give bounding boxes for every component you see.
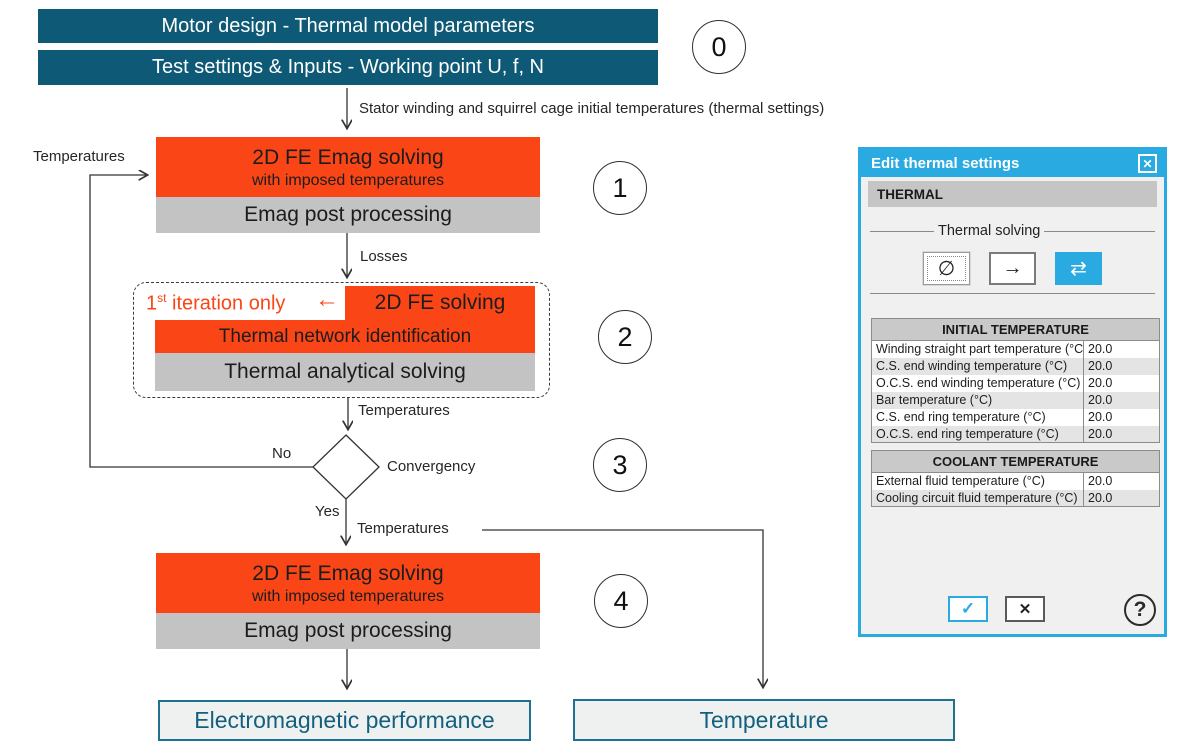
- block-fe-solving: 2D FE solving: [345, 286, 535, 320]
- table-header: INITIAL TEMPERATURE: [871, 318, 1160, 341]
- none-icon: ∅: [937, 257, 956, 280]
- block-motor-design: Motor design - Thermal model parameters: [38, 9, 658, 43]
- block-thermal-analytical-solving: Thermal analytical solving: [155, 353, 535, 391]
- label-yes: Yes: [315, 503, 340, 520]
- output-temperature: Temperature: [573, 699, 955, 741]
- section-header-thermal: THERMAL: [868, 181, 1157, 207]
- label-temperatures-mid: Temperatures: [358, 402, 450, 419]
- block-subtitle: with imposed temperatures: [251, 171, 445, 189]
- param-label: Winding straight part temperature (°C): [871, 340, 1084, 358]
- param-value[interactable]: 20.0: [1083, 425, 1160, 443]
- label-convergency: Convergency: [387, 458, 476, 475]
- table-row: C.S. end ring temperature (°C) 20.0: [871, 408, 1160, 426]
- label-temperatures-loop: Temperatures: [33, 148, 125, 165]
- legend-line-left: [870, 230, 934, 232]
- output-electromagnetic-performance: Electromagnetic performance: [158, 700, 531, 741]
- ok-button[interactable]: ✓: [948, 596, 988, 622]
- param-label: External fluid temperature (°C): [871, 472, 1084, 490]
- thermal-solving-group-legend: Thermal solving: [870, 221, 1155, 241]
- table-row: Bar temperature (°C) 20.0: [871, 391, 1160, 409]
- one-way-solving-button[interactable]: →: [989, 251, 1036, 285]
- label-first-iteration-only: 1st iteration only: [146, 291, 286, 315]
- param-label: Bar temperature (°C): [871, 391, 1084, 409]
- block-fe-emag-solving-4: 2D FE Emag solving with imposed temperat…: [156, 553, 540, 613]
- x-icon: ✕: [1018, 601, 1032, 618]
- table-row: Cooling circuit fluid temperature (°C) 2…: [871, 489, 1160, 507]
- block-emag-post-processing-1: Emag post processing: [156, 197, 540, 233]
- table-row: O.C.S. end ring temperature (°C) 20.0: [871, 425, 1160, 443]
- dialog-title-bar[interactable]: Edit thermal settings ✕: [861, 150, 1164, 177]
- param-value[interactable]: 20.0: [1083, 472, 1160, 490]
- block-thermal-network-identification: Thermal network identification: [155, 320, 535, 353]
- dialog-title: Edit thermal settings: [871, 155, 1020, 172]
- step-badge-2: 2: [598, 310, 652, 364]
- param-label: O.C.S. end winding temperature (°C): [871, 374, 1084, 392]
- table-row: O.C.S. end winding temperature (°C) 20.0: [871, 374, 1160, 392]
- check-icon: ✓: [960, 599, 976, 618]
- table-row: External fluid temperature (°C) 20.0: [871, 472, 1160, 490]
- table-row: C.S. end winding temperature (°C) 20.0: [871, 357, 1160, 375]
- cancel-button[interactable]: ✕: [1005, 596, 1045, 622]
- convergency-diamond: [312, 434, 380, 500]
- param-label: C.S. end ring temperature (°C): [871, 408, 1084, 426]
- param-label: Cooling circuit fluid temperature (°C): [871, 489, 1084, 507]
- table-row: Winding straight part temperature (°C) 2…: [871, 340, 1160, 358]
- block-emag-post-processing-4: Emag post processing: [156, 613, 540, 649]
- step-badge-3: 3: [593, 438, 647, 492]
- question-mark-icon: ?: [1133, 598, 1147, 621]
- label-initial-temperatures: Stator winding and squirrel cage initial…: [359, 100, 825, 117]
- legend-label: Thermal solving: [938, 223, 1041, 239]
- step-badge-0: 0: [692, 20, 746, 74]
- close-icon[interactable]: ✕: [1138, 154, 1157, 173]
- param-label: C.S. end winding temperature (°C): [871, 357, 1084, 375]
- thermal-solving-options: ∅ → ⇄: [861, 251, 1164, 285]
- block-subtitle: with imposed temperatures: [251, 587, 445, 605]
- label-no: No: [272, 445, 292, 462]
- step-badge-1: 1: [593, 161, 647, 215]
- param-value[interactable]: 20.0: [1083, 357, 1160, 375]
- iteration-group: [133, 282, 550, 398]
- legend-line-right: [1044, 230, 1155, 232]
- block-title: 2D FE Emag solving: [252, 561, 444, 585]
- param-label: O.C.S. end ring temperature (°C): [871, 425, 1084, 443]
- param-value[interactable]: 20.0: [1083, 489, 1160, 507]
- param-value[interactable]: 20.0: [1083, 391, 1160, 409]
- two-way-arrow-icon: ⇄: [1070, 257, 1087, 280]
- step-badge-4: 4: [594, 574, 648, 628]
- help-button[interactable]: ?: [1124, 594, 1156, 626]
- coolant-temperature-table: COOLANT TEMPERATURE External fluid tempe…: [871, 450, 1160, 507]
- block-test-settings: Test settings & Inputs - Working point U…: [38, 50, 658, 85]
- initial-temperature-table: INITIAL TEMPERATURE Winding straight par…: [871, 318, 1160, 443]
- param-value[interactable]: 20.0: [1083, 408, 1160, 426]
- one-way-arrow-icon: →: [1002, 256, 1023, 279]
- block-title: 2D FE Emag solving: [252, 145, 444, 169]
- table-header: COOLANT TEMPERATURE: [871, 450, 1160, 473]
- no-thermal-solving-button[interactable]: ∅: [923, 251, 970, 285]
- param-value[interactable]: 20.0: [1083, 374, 1160, 392]
- block-fe-emag-solving-1: 2D FE Emag solving with imposed temperat…: [156, 137, 540, 197]
- param-value[interactable]: 20.0: [1083, 340, 1160, 358]
- iterative-solving-button[interactable]: ⇄: [1055, 251, 1102, 285]
- label-temperatures-out: Temperatures: [357, 520, 449, 537]
- edit-thermal-settings-dialog: Edit thermal settings ✕ THERMAL Thermal …: [858, 147, 1167, 637]
- left-arrow-icon: ←: [315, 286, 339, 313]
- group-separator: [870, 293, 1155, 294]
- label-losses: Losses: [360, 248, 408, 265]
